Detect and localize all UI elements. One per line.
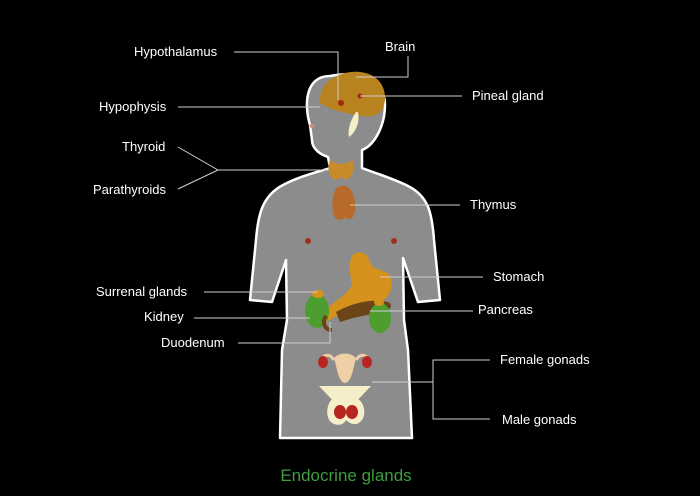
label-kidney: Kidney	[144, 309, 184, 324]
label-male-gonads: Male gonads	[502, 412, 577, 427]
kidney-right	[369, 303, 391, 333]
thyroid-organ	[328, 160, 354, 180]
thymus-organ	[332, 185, 356, 220]
label-hypophysis: Hypophysis	[99, 99, 167, 114]
label-pancreas: Pancreas	[478, 302, 533, 317]
label-stomach: Stomach	[493, 269, 544, 284]
nipple-left	[305, 238, 311, 244]
leader-lines	[177, 51, 490, 420]
label-hypothalamus: Hypothalamus	[134, 44, 218, 59]
nipple-right	[391, 238, 397, 244]
label-parathyroids: Parathyroids	[93, 182, 166, 197]
surrenal-gland-left	[312, 290, 324, 298]
hypothalamus-marker	[338, 100, 344, 106]
hypothalamus-leader	[234, 51, 339, 100]
brain-organ	[319, 71, 385, 117]
parathyroids-leader	[177, 169, 219, 190]
thyroid-leader	[177, 146, 328, 171]
female-gonads-leader	[432, 359, 490, 420]
body-silhouette	[248, 73, 442, 440]
label-pineal-gland: Pineal gland	[472, 88, 544, 103]
label-thyroid: Thyroid	[122, 139, 165, 154]
ear	[348, 112, 359, 137]
surrenal-gland-right	[374, 298, 384, 306]
brain-leader	[356, 56, 409, 78]
duodenum-leader	[238, 322, 331, 344]
mouth	[309, 124, 315, 128]
label-female-gonads: Female gonads	[500, 352, 590, 367]
male-gonads-organ	[319, 386, 371, 425]
label-thymus: Thymus	[470, 197, 517, 212]
female-gonads-organ	[318, 353, 372, 383]
diagram-title: Endocrine glands	[280, 466, 411, 485]
label-brain: Brain	[385, 39, 415, 54]
label-surrenal-glands: Surrenal glands	[96, 284, 188, 299]
label-duodenum: Duodenum	[161, 335, 225, 350]
